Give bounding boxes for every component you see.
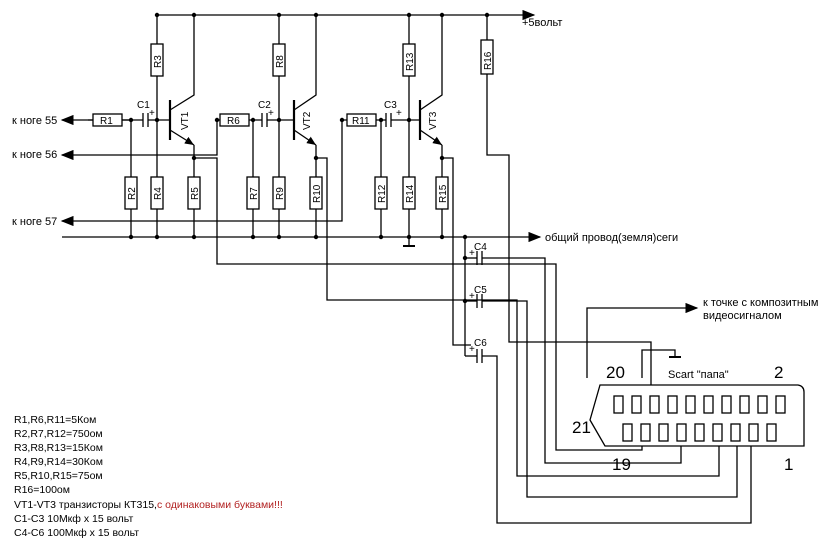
leg57-wire [60,120,343,227]
svg-text:VT2: VT2 [302,111,313,130]
svg-text:C4: C4 [474,242,487,253]
resistor-r11 [346,113,377,127]
resistor-r8 [272,43,286,77]
svg-text:R3: R3 [153,55,164,68]
leg56-wire [60,120,218,161]
note-line: R4,R9,R14=30Ком [14,456,103,469]
svg-text:+: + [469,344,475,355]
svg-text:R8: R8 [275,55,286,68]
svg-text:R12: R12 [377,184,388,203]
note-transistors: VT1-VT3 транзисторы КТ315, [14,498,157,511]
svg-text:C6: C6 [474,338,487,349]
transistor-vt1: VT1 [168,15,643,451]
svg-text:C2: C2 [258,100,271,111]
leg56-label: к ноге 56 [12,149,57,161]
component-notes: R1,R6,R11=5Ком R2,R7,R12=750ом R3,R8,R13… [14,413,283,540]
svg-text:R1: R1 [100,116,113,127]
svg-text:+: + [469,248,475,259]
svg-text:R7: R7 [249,187,260,200]
capacitor-c2: C2 + [258,100,274,127]
svg-text:R5: R5 [190,187,201,200]
capacitor-c5: C5 + [465,285,487,308]
svg-text:+: + [268,108,274,119]
resistor-r9 [272,176,286,210]
note-line: R2,R7,R12=750ом [14,428,103,441]
svg-text:+: + [149,108,155,119]
pin20-label: 20 [606,363,625,382]
svg-text:VT3: VT3 [428,111,439,130]
leg55-label: к ноге 55 [12,115,57,127]
resistor-r13 [402,43,416,77]
svg-text:C3: C3 [384,100,397,111]
resistor-r5 [187,176,201,210]
composite-label-1: к точке с композитным [703,297,818,309]
svg-text:R4: R4 [153,187,164,200]
svg-text:C1: C1 [137,100,150,111]
pin21-label: 21 [572,418,591,437]
scart-pins [613,395,786,442]
pin2-label: 2 [774,363,783,382]
junction-dots [128,12,490,304]
resistor-r15 [435,176,449,210]
note-line: С4-С6 100Мкф х 15 вольт [14,526,140,539]
resistor-r1 [92,113,123,127]
svg-text:R14: R14 [405,184,416,203]
svg-text:+: + [396,108,402,119]
svg-text:R6: R6 [227,116,240,127]
scart-label: Scart "папа" [668,369,729,381]
capacitor-c4: C4 + [465,242,487,265]
leg57-label: к ноге 57 [12,216,57,228]
ground-label: общий провод(земля)сеги [545,232,678,244]
note-line: С1-С3 10Мкф х 15 вольт [14,512,134,525]
svg-text:VT1: VT1 [180,111,191,130]
transistor-vt3: VT3 [418,15,471,346]
capacitor-c1: C1 + [137,100,155,127]
svg-text:R11: R11 [352,116,370,127]
capacitor-c3: C3 + [384,100,402,127]
resistor-r12 [374,176,388,210]
resistor-r3 [150,43,164,77]
resistor-r7 [246,176,260,210]
svg-text:+: + [469,291,475,302]
svg-text:C5: C5 [474,285,487,296]
svg-text:R15: R15 [438,184,449,203]
note-line: R5,R10,R15=75ом [14,470,103,483]
note-line: R16=100ом [14,484,70,497]
resistor-r4 [150,176,164,210]
resistor-r10 [309,176,323,210]
svg-text:R9: R9 [275,187,286,200]
note-line: R3,R8,R13=15Ком [14,442,103,455]
pin1-label: 1 [784,455,793,474]
note-warning: с одинаковыми буквами!!! [156,498,283,511]
note-line: VT1-VT3 транзисторы КТ315,с одинаковыми … [14,498,283,512]
svg-text:R10: R10 [312,184,323,203]
resistor-r2 [124,176,138,210]
resistor-r14 [402,176,416,210]
composite-wire [586,302,699,378]
supply-label: +5вольт [522,17,562,29]
pin19-label: 19 [612,455,631,474]
svg-text:R13: R13 [405,52,416,71]
composite-label-2: видеосигналом [703,310,782,322]
svg-text:R16: R16 [483,51,494,70]
note-line: R1,R6,R11=5Ком [14,414,97,426]
capacitor-c6: C6 + [465,338,487,363]
resistor-r6 [219,113,250,127]
svg-text:R2: R2 [127,187,138,200]
